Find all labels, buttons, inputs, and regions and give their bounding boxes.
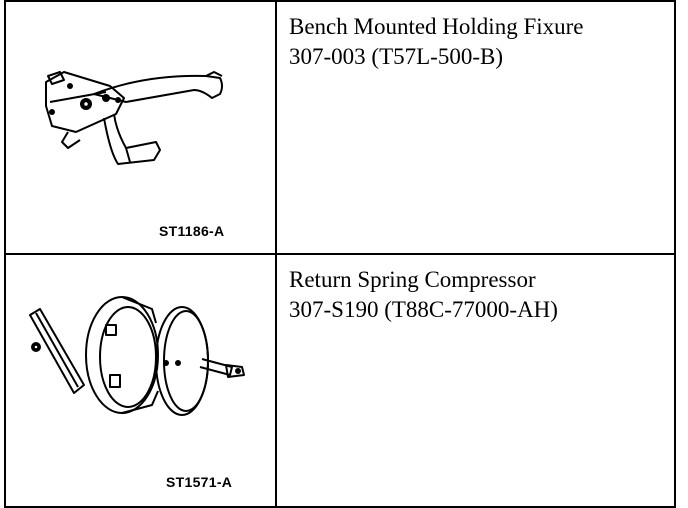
image-code: ST1571-A (166, 474, 233, 490)
tool-row: ST1571-A Return Spring Compressor 307-S1… (4, 253, 676, 508)
tool-name: Bench Mounted Holding Fixure (289, 14, 584, 39)
return-spring-compressor-illustration (29, 296, 245, 416)
tool-image-cell: ST1186-A (4, 0, 277, 255)
special-tools-table: ST1186-A Bench Mounted Holding Fixure 30… (4, 0, 676, 508)
tool-description-cell: Bench Mounted Holding Fixure 307-003 (T5… (275, 0, 676, 255)
tool-part-number: 307-S190 (T88C-77000-AH) (289, 297, 558, 322)
tool-part-number: 307-003 (T57L-500-B) (289, 44, 503, 69)
tool-description-cell: Return Spring Compressor 307-S190 (T88C-… (275, 253, 676, 508)
tool-image-cell: ST1571-A (4, 253, 277, 508)
image-code: ST1186-A (159, 223, 225, 239)
bench-holding-fixture-illustration (45, 71, 223, 165)
tool-row: ST1186-A Bench Mounted Holding Fixure 30… (4, 0, 676, 255)
tool-name: Return Spring Compressor (289, 267, 536, 292)
